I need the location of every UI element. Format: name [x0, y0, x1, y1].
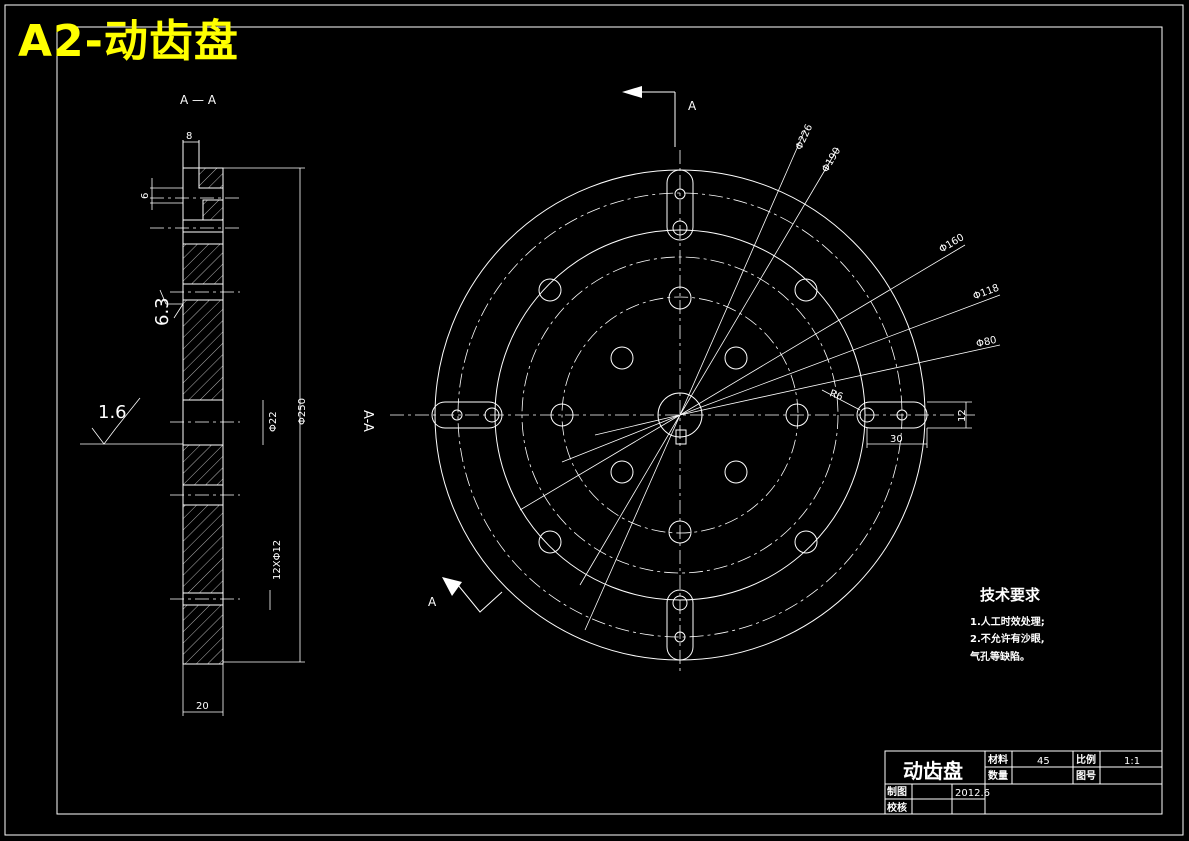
part-name: 动齿盘 — [903, 759, 963, 783]
dim-phi118: Φ118 — [972, 283, 1001, 303]
dim-outer: Φ250 — [297, 398, 308, 425]
sheet-title: A2-动齿盘 — [18, 16, 239, 67]
tech-line1: 1.人工时效处理; — [970, 615, 1045, 628]
tech-requirements: 技术要求 1.人工时效处理; 2.不允许有沙眼, 气孔等缺陷。 — [969, 586, 1045, 663]
dim-12: 12 — [957, 409, 968, 422]
dim-bottom-width: 20 — [196, 701, 209, 712]
tech-heading: 技术要求 — [980, 586, 1041, 604]
dim-holes: 12XΦ12 — [272, 540, 283, 580]
inner-border — [56, 26, 1163, 815]
quantity-label: 数量 — [988, 769, 1008, 782]
dim-small: 6 — [140, 193, 151, 199]
roughness-16: 1.6 — [98, 402, 127, 423]
title-block: 动齿盘 材料 45 比例 1:1 数量 图号 制图 2012.6 校核 — [884, 750, 1163, 815]
tech-line3: 气孔等缺陷。 — [969, 650, 1030, 663]
dim-phi190: Φ190 — [820, 146, 843, 175]
material-label: 材料 — [988, 753, 1008, 766]
plan-view: Φ226 Φ190 Φ160 Φ118 Φ80 R6 12 30 A A A-A — [360, 86, 1001, 675]
dim-phi160: Φ160 — [937, 232, 966, 255]
dim-phi80: Φ80 — [975, 335, 998, 350]
drawing-no-label: 图号 — [1076, 770, 1096, 782]
section-mark-left: A-A — [360, 410, 375, 432]
dim-30: 30 — [890, 434, 903, 445]
scale-label: 比例 — [1076, 753, 1096, 766]
drawn-label: 制图 — [887, 785, 907, 798]
dim-phi226: Φ226 — [794, 123, 815, 152]
date: 2012.6 — [955, 788, 990, 799]
dim-top-width: 8 — [186, 131, 192, 142]
dim-bore: Φ22 — [268, 411, 279, 432]
roughness-63: 6.3 — [152, 297, 173, 326]
section-view: A — A 6 — [80, 93, 308, 716]
section-label: A — A — [180, 93, 217, 107]
tech-line2: 2.不允许有沙眼, — [970, 632, 1045, 645]
scale-value: 1:1 — [1124, 756, 1140, 767]
view-arrow-label-top: A — [688, 99, 697, 113]
view-arrow-label-bottom: A — [428, 595, 437, 609]
checked-label: 校核 — [887, 801, 907, 814]
material-value: 45 — [1037, 756, 1050, 767]
outer-border — [4, 4, 1184, 836]
